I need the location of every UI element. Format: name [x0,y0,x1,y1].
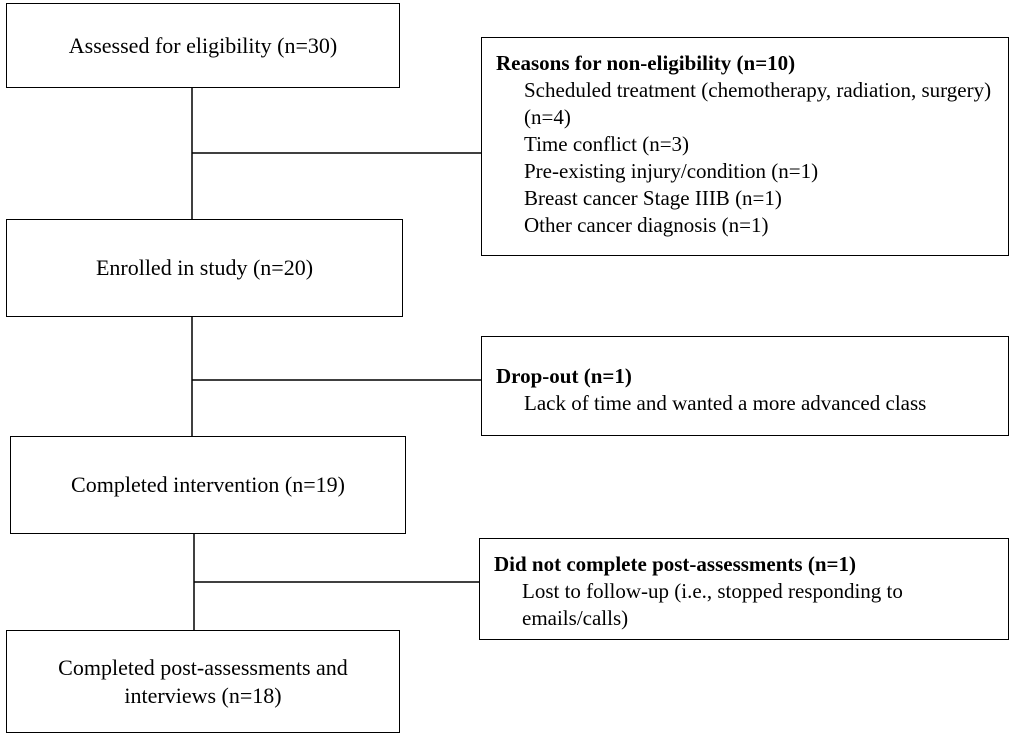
dropout-box: Drop-out (n=1) Lack of time and wanted a… [481,336,1009,436]
list-item: Scheduled treatment (chemotherapy, radia… [524,78,992,129]
dropout-title: Drop-out (n=1) [496,364,632,388]
completed-intervention-label: Completed intervention (n=19) [71,472,345,497]
enrolled-box: Enrolled in study (n=20) [6,219,403,317]
list-item: Breast cancer Stage IIIB (n=1) [524,186,782,210]
list-item: Lost to follow-up (i.e., stopped respond… [522,579,903,630]
list-item: Lack of time and wanted a more advanced … [524,391,927,415]
post-incomplete-title: Did not complete post-assessments (n=1) [494,552,856,576]
non-eligibility-box: Reasons for non-eligibility (n=10) Sched… [481,37,1009,256]
non-eligibility-title: Reasons for non-eligibility (n=10) [496,51,796,75]
completed-intervention-box: Completed intervention (n=19) [10,436,406,534]
enrolled-label: Enrolled in study (n=20) [95,255,314,280]
list-item: Other cancer diagnosis (n=1) [524,213,769,237]
post-incomplete-list: Lost to follow-up (i.e., stopped respond… [494,578,968,632]
non-eligibility-list: Scheduled treatment (chemotherapy, radia… [496,77,994,239]
completed-post-box: Completed post-assessments and interview… [6,630,400,733]
assessed-box: Assessed for eligibility (n=30) [6,3,400,88]
list-item: Time conflict (n=3) [524,132,690,156]
post-incomplete-box: Did not complete post-assessments (n=1) … [479,538,1009,640]
assessed-label: Assessed for eligibility (n=30) [68,32,338,58]
list-item: Pre-existing injury/condition (n=1) [524,159,819,183]
dropout-list: Lack of time and wanted a more advanced … [496,390,994,417]
completed-post-label: Completed post-assessments and interview… [58,654,348,708]
